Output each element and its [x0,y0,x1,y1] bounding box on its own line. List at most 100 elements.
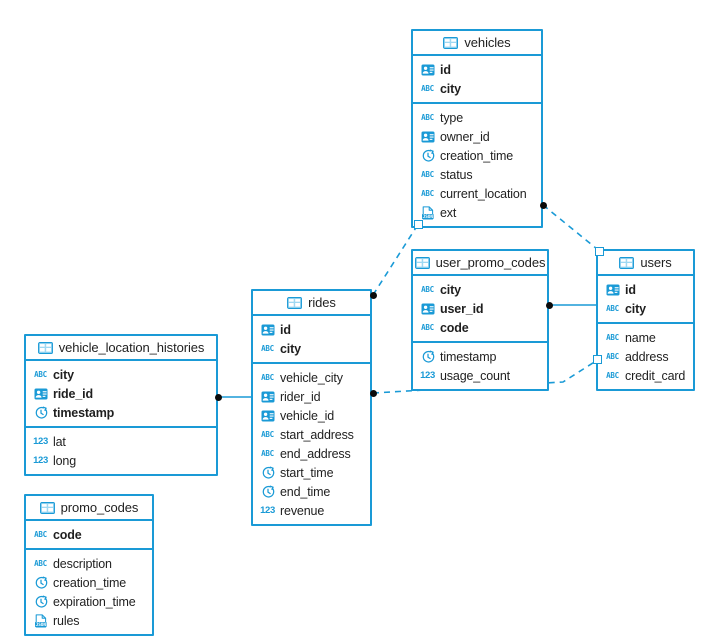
abc-string-icon: ABC [421,169,434,179]
column-name: ext [440,205,457,220]
id-card-icon [420,130,435,144]
table-grid-icon [414,256,430,270]
edge-target-marker-rides-vehicles [413,219,423,229]
column-name: ride_id [53,386,93,401]
column-row[interactable]: ABC current_location [413,184,541,203]
table-title: promo_codes [60,500,139,515]
column-row[interactable]: timestamp [413,347,547,366]
column-name: start_address [280,427,354,442]
abc-string-icon: ABC [421,112,434,122]
table-header[interactable]: promo_codes [26,496,152,521]
column-row[interactable]: rider_id [253,387,370,406]
edge-source-marker-upc-users [545,301,553,309]
column-row[interactable]: ride_id [26,384,216,403]
column-row[interactable]: end_time [253,482,370,501]
edge-source-marker-vehicles-users [539,201,547,209]
column-name: lat [53,434,66,449]
table-title: user_promo_codes [435,255,546,270]
column-row[interactable]: id [598,280,693,299]
id-card-icon [420,302,435,316]
column-name: city [625,301,646,316]
column-name: usage_count [440,368,510,383]
clock-icon [33,595,48,609]
table-grid-icon [619,256,635,270]
number-123-icon: 123 [33,435,48,447]
edge-target-marker-vehicles-users [594,246,604,256]
edge-source-marker-vlh-rides [214,393,222,401]
column-row[interactable]: owner_id [413,127,541,146]
relationship-edge-vehicles-users[interactable] [542,204,598,250]
column-name: id [280,322,291,337]
table-grid-icon [37,341,53,355]
column-name: city [280,341,301,356]
abc-string-icon: ABC [421,284,434,294]
column-row[interactable]: start_time [253,463,370,482]
table-header[interactable]: vehicles [413,31,541,56]
column-name: current_location [440,186,527,201]
column-row[interactable]: JSON ext [413,203,541,222]
column-row[interactable]: timestamp [26,403,216,422]
table-grid-icon [443,36,459,50]
id-card-icon [33,387,48,401]
id-card-icon [605,283,620,297]
column-row[interactable]: id [413,60,541,79]
column-row[interactable]: creation_time [26,573,152,592]
table-header[interactable]: users [598,251,693,276]
table-header[interactable]: vehicle_location_histories [26,336,216,361]
table-title: rides [308,295,336,310]
column-name: city [53,367,74,382]
abc-string-icon: ABC [421,188,434,198]
column-row[interactable]: creation_time [413,146,541,165]
number-123-icon: 123 [260,504,275,516]
clock-icon [33,406,48,420]
column-name: creation_time [440,148,514,163]
column-name: owner_id [440,129,490,144]
table-header[interactable]: user_promo_codes [413,251,547,276]
table-header[interactable]: rides [253,291,370,316]
abc-string-icon: ABC [421,322,434,332]
column-row[interactable]: user_id [413,299,547,318]
column-row[interactable]: id [253,320,370,339]
column-row[interactable]: expiration_time [26,592,152,611]
column-name: city [440,81,461,96]
clock-icon [260,485,275,499]
column-row[interactable]: 123 revenue [253,501,370,520]
id-card-icon [420,63,435,77]
json-document-icon: JSON [420,205,435,220]
abc-string-icon: ABC [34,529,47,539]
column-row[interactable]: 123 lat [26,432,216,451]
column-name: revenue [280,503,325,518]
column-name: rules [53,613,80,628]
column-row[interactable]: vehicle_id [253,406,370,425]
edge-target-marker-rides-users [592,354,602,364]
clock-icon [33,576,48,590]
